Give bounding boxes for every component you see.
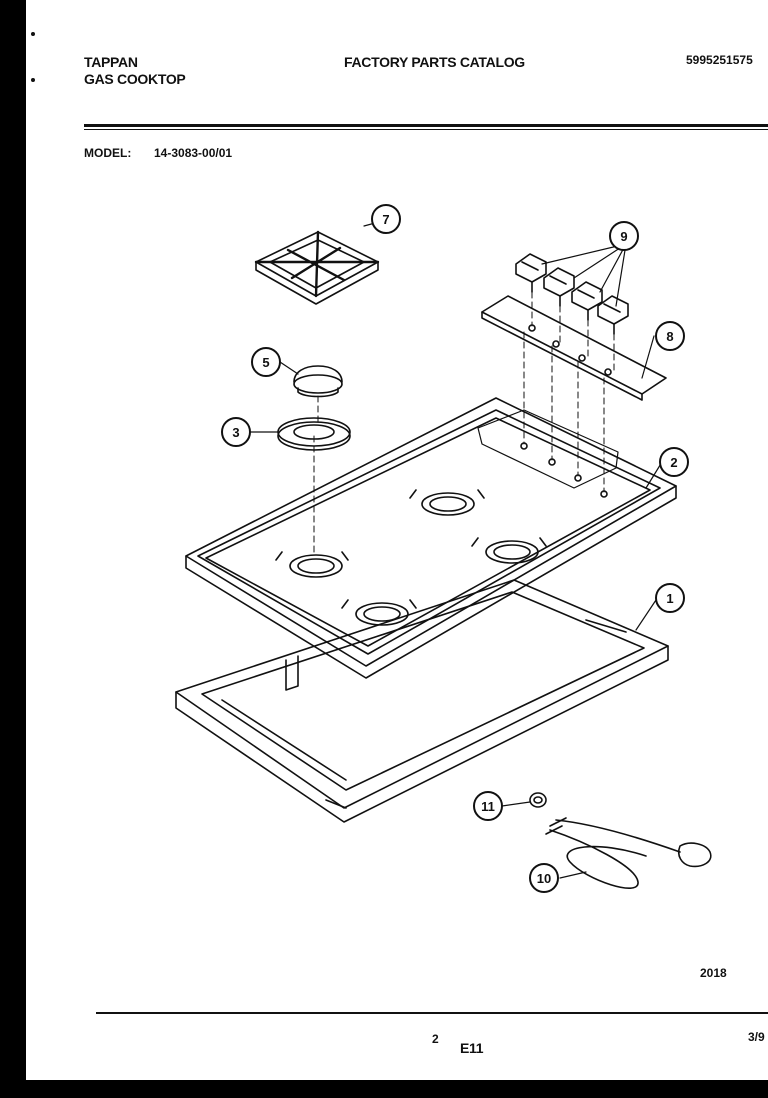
part-9-control-knobs [515, 253, 629, 335]
punch-mark [31, 32, 35, 36]
callout-3: 3 [232, 425, 239, 440]
model-label: MODEL: [84, 146, 132, 160]
footer-rule [96, 1012, 768, 1014]
callout-circle [251, 347, 281, 377]
part-1-base-pan [175, 579, 669, 823]
callout-11: 11 [481, 799, 495, 814]
exploded-parts-diagram: 7 5 3 9 8 2 1 11 10 [175, 204, 712, 893]
callout-circle [655, 583, 685, 613]
header-rule [84, 124, 768, 127]
callout-5: 5 [262, 355, 269, 370]
callout-circle [529, 863, 559, 893]
callout-circle [371, 204, 401, 234]
header-rule-thin [84, 129, 768, 130]
callout-1: 1 [666, 591, 673, 606]
model-number: 14-3083-00/01 [154, 146, 233, 160]
figure-number: 2018 [700, 966, 727, 980]
part-10-power-cord [545, 817, 712, 889]
catalog-number: 5995251575 [686, 53, 753, 67]
callout-circle [221, 417, 251, 447]
callout-8: 8 [666, 329, 673, 344]
part-2-top-panel [185, 397, 677, 679]
section-code: E11 [460, 1040, 484, 1056]
page-number: 2 [432, 1032, 439, 1046]
callout-circle [473, 791, 503, 821]
catalog-title: FACTORY PARTS CATALOG [344, 54, 525, 70]
brand-name: TAPPAN [84, 54, 138, 70]
part-8-control-trim [481, 295, 667, 401]
date-code: 3/9 [748, 1030, 765, 1044]
part-11-bushing [529, 792, 547, 808]
product-name: GAS COOKTOP [84, 71, 186, 87]
punch-mark [31, 78, 35, 82]
part-5-burner-cap [293, 365, 343, 398]
part-3-burner-ring [277, 417, 351, 451]
part-7-burner-grate [254, 230, 380, 305]
callout-7: 7 [382, 212, 389, 227]
callout-10: 10 [537, 871, 551, 886]
callout-2: 2 [670, 455, 677, 470]
callout-circle [655, 321, 685, 351]
catalog-page: TAPPAN GAS COOKTOP FACTORY PARTS CATALOG… [26, 0, 768, 1080]
callout-circle [659, 447, 689, 477]
callout-circle [609, 221, 639, 251]
callout-9: 9 [620, 229, 627, 244]
